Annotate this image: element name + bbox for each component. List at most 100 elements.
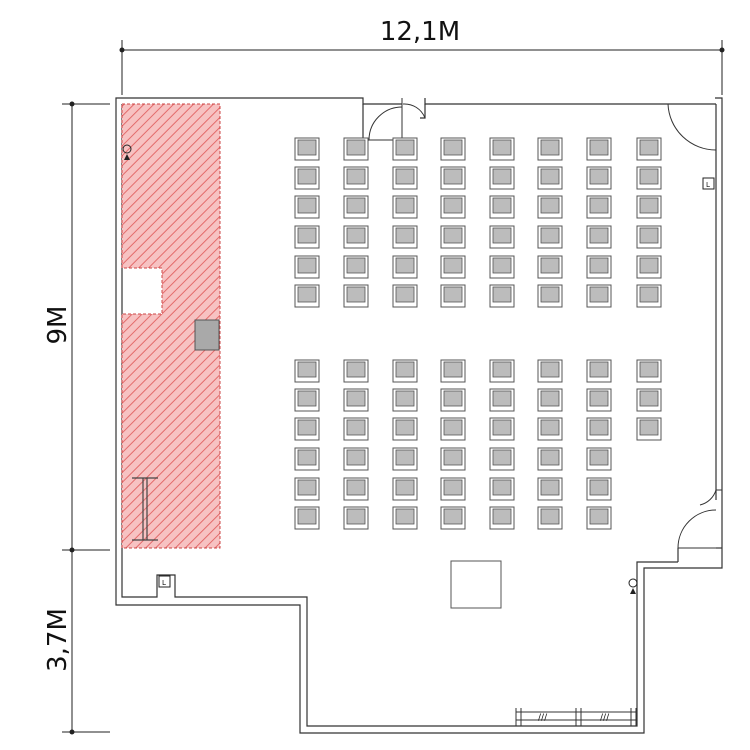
seat bbox=[440, 225, 466, 249]
seat bbox=[294, 284, 320, 308]
seat bbox=[440, 137, 466, 161]
seat bbox=[537, 447, 563, 471]
seat bbox=[343, 506, 369, 530]
seat bbox=[440, 506, 466, 530]
seat bbox=[537, 417, 563, 441]
right-upper-door bbox=[667, 103, 717, 151]
outlet-box: L bbox=[158, 575, 171, 588]
seat bbox=[537, 359, 563, 383]
seat bbox=[537, 477, 563, 501]
screen-stand bbox=[132, 477, 158, 541]
seat bbox=[392, 255, 418, 279]
seat bbox=[636, 417, 662, 441]
mic-icon bbox=[628, 578, 638, 594]
seat bbox=[586, 137, 612, 161]
seat bbox=[489, 225, 515, 249]
width-dimension: 12,1M bbox=[119, 17, 725, 95]
seat bbox=[294, 388, 320, 412]
seat bbox=[586, 477, 612, 501]
seat bbox=[392, 166, 418, 190]
seat bbox=[392, 447, 418, 471]
seat bbox=[294, 447, 320, 471]
seat bbox=[294, 166, 320, 190]
seat bbox=[294, 506, 320, 530]
outlet-letter: L bbox=[706, 181, 710, 189]
radiator bbox=[515, 708, 637, 726]
seat bbox=[586, 417, 612, 441]
seat bbox=[294, 417, 320, 441]
seat bbox=[537, 225, 563, 249]
seating-area bbox=[294, 137, 662, 530]
seat bbox=[343, 166, 369, 190]
seat bbox=[537, 195, 563, 219]
podium bbox=[194, 319, 220, 351]
seat bbox=[489, 284, 515, 308]
seat bbox=[294, 477, 320, 501]
seat bbox=[440, 284, 466, 308]
outlet-letter: L bbox=[162, 579, 166, 587]
seat bbox=[392, 225, 418, 249]
seat bbox=[489, 195, 515, 219]
vent-marks: /// bbox=[600, 713, 610, 723]
seat bbox=[392, 359, 418, 383]
seat bbox=[392, 417, 418, 441]
seat bbox=[586, 284, 612, 308]
height-dimension: 9M bbox=[43, 101, 110, 553]
seat bbox=[294, 137, 320, 161]
seat bbox=[489, 166, 515, 190]
seat bbox=[343, 284, 369, 308]
seat bbox=[586, 166, 612, 190]
seat bbox=[343, 417, 369, 441]
outlet-box: L bbox=[702, 177, 715, 190]
seat bbox=[586, 447, 612, 471]
mic-icon bbox=[122, 144, 132, 160]
seat bbox=[489, 137, 515, 161]
seat bbox=[294, 359, 320, 383]
seat bbox=[440, 255, 466, 279]
extension-dimension: 3,7M bbox=[43, 550, 110, 735]
seat bbox=[440, 195, 466, 219]
seat bbox=[636, 388, 662, 412]
seat bbox=[489, 359, 515, 383]
seat bbox=[636, 195, 662, 219]
seat bbox=[537, 137, 563, 161]
seat bbox=[586, 359, 612, 383]
seat bbox=[586, 225, 612, 249]
seat bbox=[489, 506, 515, 530]
seat bbox=[343, 195, 369, 219]
seat bbox=[343, 255, 369, 279]
seat bbox=[343, 359, 369, 383]
seat bbox=[294, 255, 320, 279]
seat bbox=[343, 477, 369, 501]
table bbox=[450, 560, 502, 609]
seat bbox=[489, 477, 515, 501]
seat bbox=[537, 255, 563, 279]
seat bbox=[489, 417, 515, 441]
seat bbox=[343, 447, 369, 471]
extension-dimension-label: 3,7M bbox=[43, 608, 73, 672]
stage-area bbox=[121, 103, 221, 549]
seat bbox=[343, 137, 369, 161]
seat bbox=[392, 506, 418, 530]
seat bbox=[636, 255, 662, 279]
seat bbox=[392, 137, 418, 161]
seat bbox=[636, 284, 662, 308]
seat bbox=[392, 477, 418, 501]
seat bbox=[294, 195, 320, 219]
seat bbox=[440, 359, 466, 383]
seat bbox=[586, 195, 612, 219]
seat bbox=[440, 477, 466, 501]
seat bbox=[636, 137, 662, 161]
seat bbox=[440, 166, 466, 190]
seat bbox=[440, 447, 466, 471]
width-dimension-label: 12,1M bbox=[380, 17, 460, 47]
seat bbox=[392, 195, 418, 219]
height-dimension-label: 9M bbox=[43, 306, 73, 345]
vent-marks: /// bbox=[538, 713, 548, 723]
seat bbox=[489, 447, 515, 471]
seat bbox=[636, 225, 662, 249]
seat bbox=[636, 166, 662, 190]
seat bbox=[537, 284, 563, 308]
seat bbox=[586, 506, 612, 530]
